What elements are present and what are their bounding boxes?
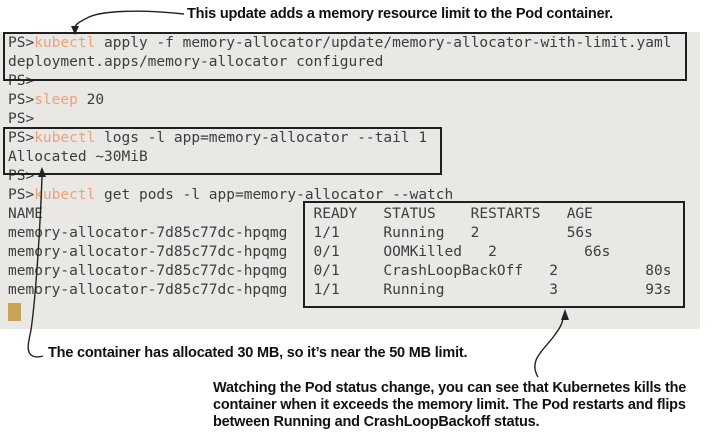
terminal-line: PS>sleep 20: [8, 91, 671, 110]
terminal-window[interactable]: PS>kubectl apply -f memory-allocator/upd…: [0, 32, 700, 329]
terminal-text: memory-allocator-7d85c77dc-hpqmg 0/1 OOM…: [8, 244, 611, 260]
terminal-line: PS>kubectl get pods -l app=memory-alloca…: [8, 186, 671, 205]
highlight-box-apply-command: [3, 32, 687, 81]
annotation-bottom-right: Watching the Pod status change, you can …: [213, 380, 686, 431]
command-token: kubectl: [34, 187, 96, 203]
terminal-text: PS>: [8, 111, 35, 127]
terminal-text: memory-allocator-7d85c77dc-hpqmg 1/1 Run…: [8, 225, 593, 241]
command-token: kubectl: [34, 35, 96, 51]
terminal-text: PS>: [8, 73, 35, 89]
terminal-line: PS>: [8, 72, 671, 91]
terminal-line: deployment.apps/memory-allocator configu…: [8, 53, 671, 72]
command-token: kubectl: [34, 130, 96, 146]
annotation-bottom-right-line2: container when it exceeds the memory lim…: [213, 397, 686, 413]
terminal-line: memory-allocator-7d85c77dc-hpqmg 1/1 Run…: [8, 224, 671, 243]
terminal-text: PS>: [8, 187, 35, 203]
terminal-text: 20: [77, 92, 105, 108]
annotation-bottom-right-line1: Watching the Pod status change, you can …: [213, 380, 687, 396]
terminal-line: memory-allocator-7d85c77dc-hpqmg 1/1 Run…: [8, 281, 671, 300]
terminal-text: memory-allocator-7d85c77dc-hpqmg 0/1 Cra…: [8, 263, 672, 279]
annotation-bottom-left: The container has allocated 30 MB, so it…: [48, 345, 468, 361]
terminal-line: PS>: [8, 110, 671, 129]
terminal-text: logs -l app=memory-allocator --tail 1: [95, 130, 428, 146]
terminal-line: NAME READY STATUS RESTARTS AGE: [8, 205, 671, 224]
terminal-text: PS>: [8, 35, 35, 51]
command-token: sleep: [34, 92, 78, 108]
highlight-box-pod-status-columns: [303, 201, 685, 308]
terminal-line: memory-allocator-7d85c77dc-hpqmg 0/1 Cra…: [8, 262, 671, 281]
terminal-text: apply -f memory-allocator/update/memory-…: [95, 35, 672, 51]
terminal-text: get pods -l app=memory-allocator --watch: [95, 187, 454, 203]
terminal-text: Allocated ~30MiB: [8, 149, 148, 165]
terminal-text: memory-allocator-7d85c77dc-hpqmg 1/1 Run…: [8, 282, 672, 298]
annotation-bottom-right-line3: between Running and CrashLoopBackoff sta…: [213, 414, 540, 430]
terminal-text: NAME READY STATUS RESTARTS AGE: [8, 206, 593, 222]
terminal-cursor[interactable]: [8, 303, 21, 321]
highlight-box-logs-output: [3, 127, 442, 175]
terminal-output: PS>kubectl apply -f memory-allocator/upd…: [8, 34, 671, 300]
terminal-text: PS>: [8, 92, 35, 108]
terminal-text: PS>: [8, 130, 35, 146]
terminal-line: PS>kubectl apply -f memory-allocator/upd…: [8, 34, 671, 53]
annotation-top: This update adds a memory resource limit…: [187, 6, 613, 22]
terminal-line: memory-allocator-7d85c77dc-hpqmg 0/1 OOM…: [8, 243, 671, 262]
terminal-line: PS>kubectl logs -l app=memory-allocator …: [8, 129, 671, 148]
terminal-line: Allocated ~30MiB: [8, 148, 671, 167]
terminal-text: deployment.apps/memory-allocator configu…: [8, 54, 384, 70]
